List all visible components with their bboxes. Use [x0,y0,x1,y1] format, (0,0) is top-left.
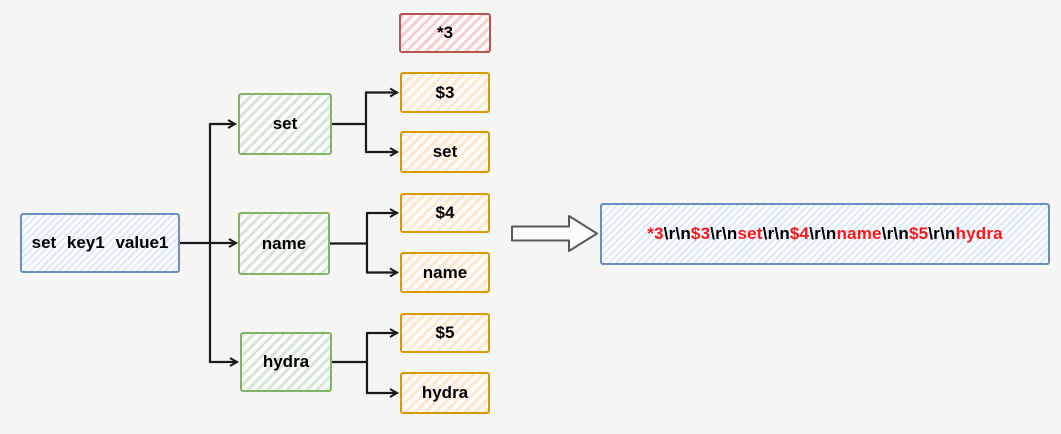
resp-token: \r\n [881,224,909,243]
resp-token: $5 [908,224,929,243]
node-length-name: $4 [400,193,490,233]
node-value-set-label: set [432,142,458,161]
serialize-block-arrow-icon [511,215,598,252]
node-arg-name: name [238,212,330,275]
connectors-set-group [330,87,400,157]
resp-token: \r\n [928,224,956,243]
node-length-name-label: $4 [435,203,455,222]
node-length-hydra: $5 [400,313,490,353]
resp-token: \r\n [710,224,738,243]
resp-string-text: *3\r\n$3\r\nset\r\n$4\r\nname\r\n$5\r\nh… [647,224,1003,244]
connectors-hydra-group [330,328,400,398]
node-array-count: *3 [399,13,491,53]
node-value-name: name [400,252,490,293]
resp-token: name [836,224,882,243]
resp-token: \r\n [663,224,691,243]
connectors-command-to-args [178,119,240,367]
resp-token: *3 [647,224,664,243]
connectors-name-group [328,208,400,278]
resp-token: hydra [955,224,1003,243]
node-array-count-label: *3 [436,23,454,42]
node-value-set: set [400,131,490,173]
node-command: set key1 value1 [20,213,180,273]
resp-token: \r\n [762,224,790,243]
node-resp-string: *3\r\n$3\r\nset\r\n$4\r\nname\r\n$5\r\nh… [600,203,1050,265]
node-arg-set-label: set [272,114,298,133]
node-length-set-label: $3 [435,82,455,102]
resp-token: set [737,224,763,243]
resp-token: $4 [789,224,810,243]
node-arg-name-label: name [261,233,307,253]
node-value-hydra-label: hydra [421,383,469,402]
node-arg-hydra-label: hydra [262,352,310,371]
node-arg-set: set [238,93,332,155]
node-command-label: set key1 value1 [31,233,169,252]
resp-token: \r\n [809,224,837,243]
node-value-hydra: hydra [400,372,490,414]
resp-token: $3 [690,224,711,243]
node-value-name-label: name [422,262,468,282]
node-length-set: $3 [400,72,490,113]
node-length-hydra-label: $5 [435,323,455,342]
node-arg-hydra: hydra [240,332,332,392]
